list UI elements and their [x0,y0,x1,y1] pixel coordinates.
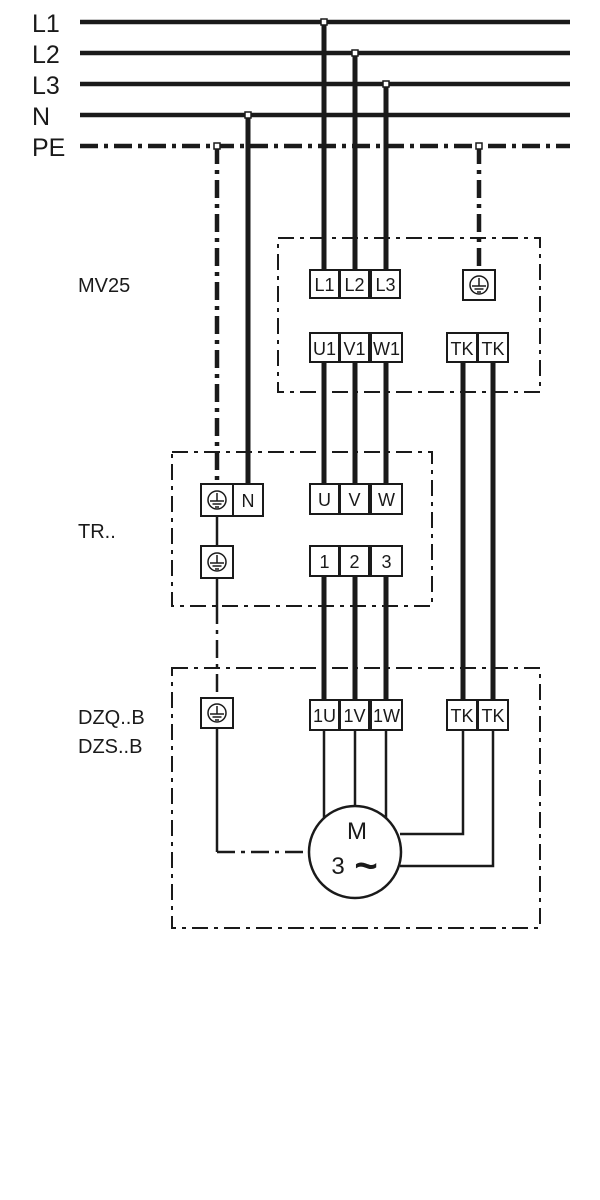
terminal-label-mv25-l1: L1 [314,275,334,295]
terminal-tr-pe-in [200,483,234,517]
mv25-box [277,237,541,393]
terminal-label-mv25-v1: V1 [343,339,365,359]
tr-pe-n-terminals: N [200,483,264,517]
terminal-label-tr-w: W [378,490,395,510]
terminal-label-mv25-l3: L3 [375,275,395,295]
terminal-label-tr-u: U [318,490,331,510]
motor-phases: 3 [331,853,344,880]
terminal-label-tr-1: 1 [319,552,329,572]
wire-tk1-motor [400,730,465,836]
motor-letter: M [347,818,367,845]
terminal-label-mv25-w1: W1 [373,339,400,359]
group-label-tr: TR.. [78,521,116,543]
terminal-tr-v [339,483,370,515]
terminal-mv25-tk2 [477,332,509,363]
tr-box [171,451,433,607]
terminal-mv25-v1 [339,332,370,363]
tr-input-terminals: U V W [309,483,403,515]
terminal-label-dz-1w: 1W [373,706,400,726]
junction-l1 [320,18,328,26]
terminal-label-mv25-u1: U1 [313,339,336,359]
terminal-tr-3 [370,545,403,577]
terminal-mv25-tk1 [446,332,478,363]
terminal-mv25-l2 [339,269,370,299]
terminal-dz-1w [370,699,403,731]
mv25-tk-terminals: TK TK [446,332,509,363]
terminal-mv25-l3 [370,269,401,299]
terminal-mv25-u1 [309,332,340,363]
bus-label-n: N [32,103,50,131]
terminal-label-tr-3: 3 [381,552,391,572]
group-label-dzq: DZQ..B [78,707,145,729]
mv25-ground-terminal [462,269,496,301]
mv25-output-terminals: U1 V1 W1 [309,332,403,363]
mv25-input-terminals: L1 L2 L3 [309,269,401,299]
dz-input-terminals: 1U 1V 1W [309,699,403,731]
motor-circle [307,804,403,900]
motor-icon: M 3 ~ [307,804,403,900]
junction-l3 [382,80,390,88]
terminal-dz-1v [339,699,370,731]
tr-output-terminals: 1 2 3 [309,545,403,577]
terminal-label-mv25-l2: L2 [344,275,364,295]
junction-l2 [351,49,359,57]
group-label-mv25: MV25 [78,275,130,297]
terminal-tr-n [232,483,264,517]
terminal-dz-1u [309,699,340,731]
terminal-mv25-pe [462,269,496,301]
bus-label-l1: L1 [32,10,60,38]
tr-ground-terminal [200,545,234,579]
terminal-tr-w [370,483,403,515]
bus-label-l2: L2 [32,41,60,69]
terminal-dz-tk2 [477,699,509,731]
terminal-mv25-w1 [370,332,403,363]
group-label-dzs: DZS..B [78,736,142,758]
terminal-label-tr-v: V [348,490,360,510]
terminal-label-tr-2: 2 [349,552,359,572]
terminal-tr-2 [339,545,370,577]
junction-pe-left [213,142,221,150]
junction-n [244,111,252,119]
terminal-label-dz-tk1: TK [450,706,473,726]
terminal-label-dz-1v: 1V [343,706,365,726]
terminal-dz-tk1 [446,699,478,731]
dz-ground-terminal [200,697,234,729]
terminal-label-tr-n: N [242,491,255,511]
terminal-label-dz-tk2: TK [481,706,504,726]
terminal-label-mv25-tk2: TK [481,339,504,359]
motor-ac-symbol: ~ [354,844,377,888]
bus-label-l3: L3 [32,72,60,100]
junction-pe-right [475,142,483,150]
wire-tk2-motor [400,730,495,868]
terminal-label-dz-1u: 1U [313,706,336,726]
terminal-label-mv25-tk1: TK [450,339,473,359]
bus-label-pe: PE [32,134,65,162]
dz-tk-terminals: TK TK [446,699,509,731]
